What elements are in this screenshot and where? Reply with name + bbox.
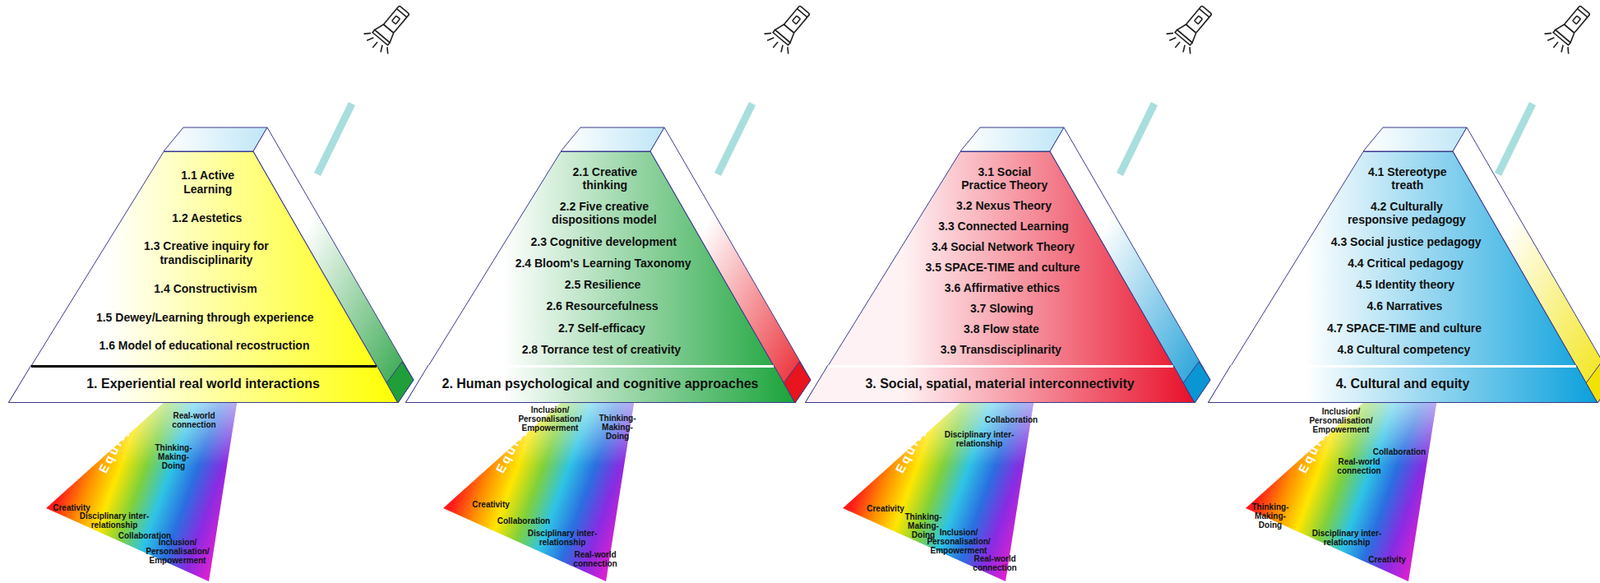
pyramid-front: 4.1 Stereotype treath 4.2 Culturally resp…	[1207, 151, 1598, 403]
theory-item: 4.2 Culturally responsive pedagogy	[1343, 199, 1471, 227]
flashlight-icon	[360, 0, 417, 58]
spectrum-label: Inclusion/ Personalisation/ Empowerment	[925, 527, 993, 555]
theory-item: 3.8 Flow state	[874, 322, 1128, 336]
theory-item: 4.4 Critical pedagogy	[1313, 256, 1499, 270]
theory-item: 1.3 Creative inquiry for trandisciplinar…	[122, 239, 291, 266]
spectrum-label: Disciplinary inter-relationship	[944, 430, 1015, 449]
theory-item: 4.8 Cultural competency	[1267, 342, 1541, 357]
base-band: 4. Cultural and equity	[1207, 365, 1598, 403]
equity-spectrum: EquityInclusion/ Personalisation/ Empowe…	[443, 402, 634, 582]
flashlight-icon	[1163, 0, 1220, 58]
pyramid-front: 2.1 Creative thinking 2.2 Five creative d…	[405, 151, 796, 403]
pyramid-front: 1.1 Active Learning 1.2 Aestetics 1.3 Crea…	[8, 151, 398, 403]
light-beam	[717, 103, 753, 175]
theory-item: 4.6 Narratives	[1290, 299, 1520, 313]
theory-item: 3.6 Affirmative ethics	[897, 281, 1108, 295]
spectrum-label: Collaboration	[495, 516, 552, 526]
theory-item: 2.8 Torrance test of creativity	[464, 342, 739, 357]
theory-item: 2.7 Self-efficacy	[476, 321, 728, 335]
theory-item: 2.2 Five creative dispositions model	[541, 199, 669, 227]
theory-item: 3.7 Slowing	[886, 301, 1119, 315]
theory-item: 4.3 Social justice pedagogy	[1324, 235, 1488, 249]
equity-spectrum: EquityReal-world connectionThinking- Mak…	[46, 402, 237, 582]
spectrum-label: Thinking- Making- Doing	[597, 413, 638, 441]
equity-spectrum: EquityCollaborationDisciplinary inter-re…	[842, 402, 1034, 582]
theory-item: 2.4 Bloom's Learning Taxonomy	[510, 256, 696, 270]
pyramid-front: 3.1 Social Practice Theory 3.2 Nexus Theo…	[804, 151, 1195, 403]
spectrum-label: Disciplinary inter-relationship	[79, 511, 150, 530]
spectrum-label: Real-world connection	[572, 550, 620, 569]
spectrum-label: Creativity	[1367, 554, 1408, 565]
theory-item: 1.4 Constructivism	[100, 282, 311, 296]
theory-item: 1.6 Model of educational recostruction	[69, 338, 339, 352]
theory-item: 2.6 Resourcefulness	[487, 299, 717, 313]
theory-item: 1.2 Aestetics	[138, 211, 277, 225]
spectrum-label: Real-world connection	[1336, 457, 1383, 476]
spectrum-label: Real-world connection	[171, 411, 218, 430]
spectrum-label: Disciplinary inter-relationship	[1312, 528, 1383, 547]
theory-item: 4.5 Identity theory	[1301, 277, 1509, 292]
base-band: 2. Human psychological and cognitive app…	[405, 365, 796, 403]
spectrum-label: Inclusion/ Personalisation/ Empowerment	[144, 537, 212, 565]
spectrum-label: Creativity	[51, 503, 93, 513]
light-beam	[1498, 103, 1533, 175]
top-face	[960, 127, 1064, 152]
spectrum-label: Real-world connection	[971, 554, 1019, 573]
base-band: 3. Social, spatial, material interconnec…	[804, 365, 1195, 403]
theory-item: 3.3 Connected Learning	[929, 219, 1078, 233]
spectrum-label: Inclusion/ Personalisation/ Empowerment	[1308, 406, 1375, 435]
spectrum-label: Disciplinary inter-relationship	[527, 528, 598, 547]
flashlight-icon	[761, 0, 818, 58]
theory-item: 3.2 Nexus Theory	[941, 198, 1068, 213]
category-label: 2. Human psychological and cognitive app…	[405, 365, 796, 403]
category-label: 4. Cultural and equity	[1207, 365, 1598, 403]
spectrum-label: Inclusion/ Personalisation/ Empowerment	[517, 405, 584, 433]
theory-item: 2.5 Resilience	[499, 277, 707, 292]
spectrum-label: Creativity	[865, 504, 907, 514]
theory-item: 3.4 Social Network Theory	[919, 240, 1087, 254]
spectrum-label: Collaboration	[983, 415, 1040, 425]
theory-item: 1.1 Active Learning	[160, 168, 256, 195]
theory-item: 4.7 SPACE-TIME and culture	[1278, 321, 1531, 335]
spectrum-label: Thinking- Making- Doing	[903, 512, 944, 540]
spectrum-label: Thinking- Making- Doing	[153, 443, 194, 471]
theory-item: 1.5 Dewey/Learning through experience	[84, 310, 325, 324]
top-face	[163, 127, 268, 152]
spectrum-label: Creativity	[471, 499, 512, 509]
spectrum-label: Thinking- Making- Doing	[1250, 502, 1291, 530]
theory-item: 3.1 Social Practice Theory	[958, 165, 1050, 192]
light-beam	[317, 103, 352, 175]
top-face	[1363, 127, 1467, 152]
theory-item: 2.3 Cognitive development	[522, 235, 685, 249]
base-band: 1. Experiential real world interactions	[8, 365, 398, 403]
light-beam	[1119, 103, 1155, 175]
spectrum-label: Collaboration	[1371, 447, 1428, 457]
category-label: 1. Experiential real world interactions	[8, 365, 398, 403]
theory-item: 3.5 SPACE-TIME and culture	[907, 260, 1097, 274]
category-label: 3. Social, spatial, material interconnec…	[804, 365, 1195, 403]
theory-item: 3.9 Transdisciplinarity	[864, 342, 1138, 357]
theory-item: 4.1 Stereotype treath	[1361, 165, 1453, 192]
top-face	[560, 127, 665, 152]
theory-item: 2.1 Creative thinking	[559, 165, 651, 192]
flashlight-icon	[1541, 0, 1598, 58]
equity-spectrum: EquityInclusion/ Personalisation/ Empowe…	[1245, 402, 1437, 582]
